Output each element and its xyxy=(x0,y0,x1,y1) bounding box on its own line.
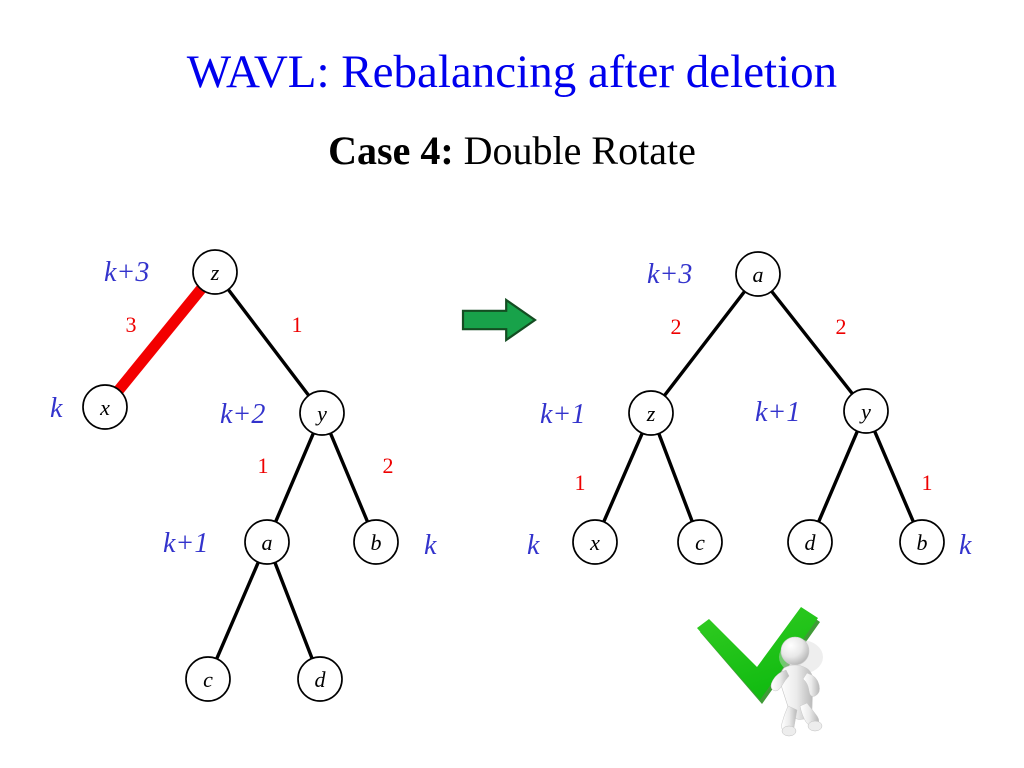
green-right-arrow-icon xyxy=(461,297,537,343)
tree-node-y: y xyxy=(843,388,889,434)
node-circle xyxy=(843,388,889,434)
right-tree: a z y x c d b 2 2 1 1 k+3 k+1 k+1 k k xyxy=(527,251,972,565)
tree-node-x: x xyxy=(82,384,128,430)
edge-weight-label: 2 xyxy=(383,453,394,478)
tree-edge-a-z xyxy=(662,288,747,399)
rank-label: k+1 xyxy=(755,397,800,428)
tree-edge-y-a xyxy=(273,430,316,525)
tree-edge-a-c xyxy=(214,559,261,662)
node-label: b xyxy=(917,530,928,555)
rank-label: k+1 xyxy=(540,399,585,430)
right-tree-edges xyxy=(601,288,916,525)
rank-label: k+1 xyxy=(163,528,208,559)
node-circle xyxy=(192,249,238,295)
tree-node-y: y xyxy=(299,390,345,436)
tree-edge-z-y xyxy=(225,287,312,398)
left-tree-rank-labels: k+3 k k+2 k+1 k xyxy=(50,257,437,561)
node-circle xyxy=(297,656,343,702)
node-label: z xyxy=(646,401,656,426)
left-tree-edge-weights: 3 1 1 2 xyxy=(126,312,394,478)
green-arrow-shape xyxy=(461,297,537,343)
node-label: a xyxy=(262,530,273,555)
node-circle xyxy=(82,384,128,430)
node-label: x xyxy=(99,395,110,420)
tree-edge-a-y xyxy=(769,288,855,397)
node-circle xyxy=(353,519,399,565)
node-circle xyxy=(299,390,345,436)
node-label: y xyxy=(859,399,871,424)
node-circle xyxy=(735,251,781,297)
node-circle xyxy=(899,519,945,565)
node-circle xyxy=(677,519,723,565)
left-tree-edges xyxy=(114,284,370,662)
tree-node-d: d xyxy=(787,519,833,565)
rank-label: k+2 xyxy=(220,399,265,430)
node-label: z xyxy=(210,260,220,285)
node-label: x xyxy=(589,530,600,555)
tree-node-c: c xyxy=(677,519,723,565)
rank-label: k xyxy=(527,530,540,561)
rank-label: k xyxy=(50,393,63,424)
tree-edge-z-x xyxy=(114,284,206,395)
page-title: WAVL: Rebalancing after deletion xyxy=(186,46,838,98)
rank-label: k+3 xyxy=(647,259,692,290)
tree-edge-a-d xyxy=(272,559,315,662)
right-tree-nodes: a z y x c d b xyxy=(572,251,945,565)
right-tree-edge-weights: 2 2 1 1 xyxy=(575,314,933,495)
tree-edge-z-x xyxy=(601,430,645,525)
rank-label: k xyxy=(424,530,437,561)
subtitle-rest-label: Double Rotate xyxy=(453,128,696,173)
edge-weight-label: 3 xyxy=(126,312,137,337)
node-label: d xyxy=(315,667,327,692)
node-label: c xyxy=(695,530,705,555)
tree-edge-y-d xyxy=(816,428,860,525)
tree-node-c: c xyxy=(185,656,231,702)
tree-edge-y-b xyxy=(872,428,916,525)
rank-label: k xyxy=(959,530,972,561)
node-label: y xyxy=(315,401,327,426)
tree-node-b: b xyxy=(899,519,945,565)
node-label: d xyxy=(805,530,817,555)
edge-weight-label: 1 xyxy=(258,453,269,478)
node-label: a xyxy=(753,262,764,287)
edge-weight-label: 1 xyxy=(575,470,586,495)
tree-edge-y-b xyxy=(328,430,370,525)
subtitle-case-label: Case 4: xyxy=(328,128,454,173)
left-tree-nodes: z x y a b c d xyxy=(82,249,399,702)
edge-weight-label: 2 xyxy=(836,314,847,339)
green-checkmark-with-figure-icon xyxy=(697,607,823,737)
tree-node-a: a xyxy=(244,519,290,565)
tree-node-x: x xyxy=(572,519,618,565)
edge-weight-label: 1 xyxy=(292,312,303,337)
tree-node-z: z xyxy=(628,390,674,436)
tree-node-z: z xyxy=(192,249,238,295)
rank-label: k+3 xyxy=(104,257,149,288)
node-circle xyxy=(628,390,674,436)
tree-node-a: a xyxy=(735,251,781,297)
edge-weight-label: 2 xyxy=(671,314,682,339)
node-circle xyxy=(244,519,290,565)
node-circle xyxy=(185,656,231,702)
node-label: c xyxy=(203,667,213,692)
tree-node-d: d xyxy=(297,656,343,702)
left-tree: z x y a b c d 3 1 1 2 k+3 k k+2 k+1 k xyxy=(50,249,437,702)
node-circle xyxy=(572,519,618,565)
node-label: b xyxy=(371,530,382,555)
edge-weight-label: 1 xyxy=(922,470,933,495)
node-circle xyxy=(787,519,833,565)
right-tree-rank-labels: k+3 k+1 k+1 k k xyxy=(527,259,972,561)
page-subtitle: Case 4: Double Rotate xyxy=(0,130,1024,172)
tree-edge-z-c xyxy=(656,430,695,525)
tree-node-b: b xyxy=(353,519,399,565)
